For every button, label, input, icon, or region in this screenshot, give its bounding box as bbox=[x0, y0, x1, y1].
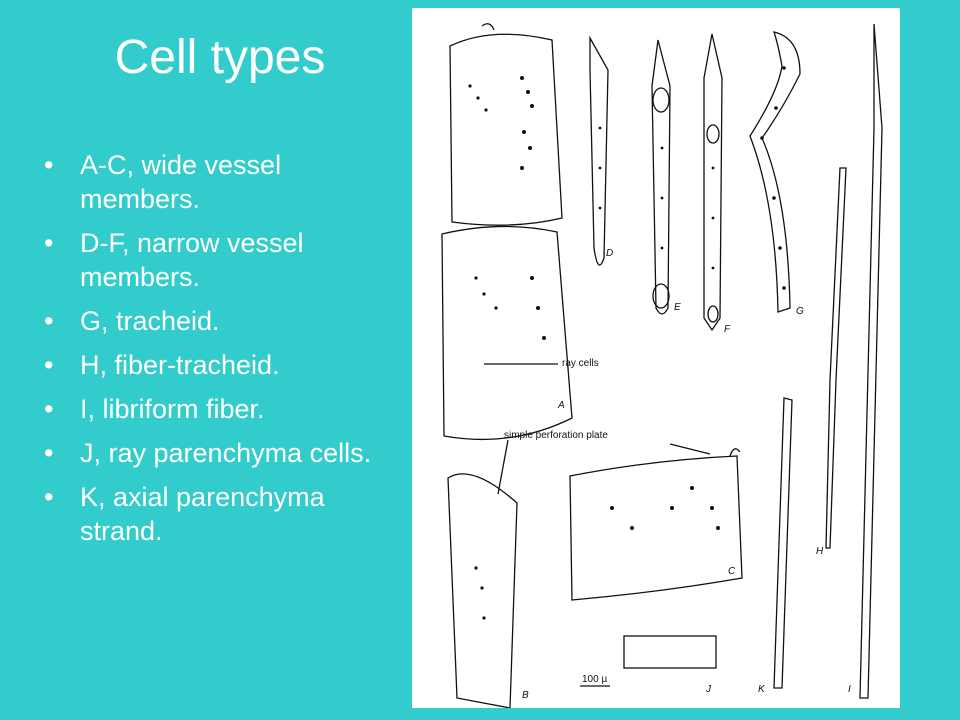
bullet-item: • G, tracheid. bbox=[40, 304, 400, 338]
bullet-dot-icon: • bbox=[44, 482, 54, 512]
cell-c bbox=[569, 455, 743, 601]
perforation-plate-label: simple perforation plate bbox=[504, 430, 608, 441]
cell-i bbox=[859, 23, 883, 699]
letter-j: J bbox=[705, 684, 712, 695]
bullet-dot-icon: • bbox=[44, 306, 54, 336]
letter-h: H bbox=[816, 546, 824, 557]
bullet-item: • J, ray parenchyma cells. bbox=[40, 436, 400, 470]
slide-title: Cell types bbox=[114, 31, 326, 84]
cell-g bbox=[749, 31, 801, 313]
bullet-text: I, libriform fiber. bbox=[80, 394, 265, 424]
bullet-item: • I, libriform fiber. bbox=[40, 392, 400, 426]
bullet-text: K, axial parenchyma strand. bbox=[80, 482, 325, 546]
letter-f: F bbox=[724, 324, 731, 335]
bullet-dot-icon: • bbox=[44, 350, 54, 380]
cell-h bbox=[825, 167, 847, 549]
bullet-text: D-F, narrow vessel members. bbox=[80, 228, 304, 292]
letter-e: E bbox=[674, 302, 681, 313]
bullet-item: • K, axial parenchyma strand. bbox=[40, 480, 400, 548]
letter-i: I bbox=[848, 684, 851, 695]
bullet-text: G, tracheid. bbox=[80, 306, 220, 336]
bullet-dot-icon: • bbox=[44, 150, 54, 180]
letter-k: K bbox=[758, 684, 766, 695]
bullet-item: • H, fiber-tracheid. bbox=[40, 348, 400, 382]
cell-k bbox=[773, 397, 793, 689]
bullet-item: • A-C, wide vessel members. bbox=[40, 148, 400, 216]
bullet-text: H, fiber-tracheid. bbox=[80, 350, 280, 380]
letter-g: G bbox=[796, 306, 804, 317]
cell-f bbox=[703, 33, 723, 332]
pit-dots bbox=[468, 66, 786, 620]
cell-j bbox=[623, 635, 717, 669]
cell-d bbox=[589, 35, 609, 266]
cell-e bbox=[651, 39, 671, 315]
cell-types-figure: ray cells simple perforation plate 100 µ… bbox=[412, 8, 900, 708]
bullet-dot-icon: • bbox=[44, 228, 54, 258]
ray-cells-label: ray cells bbox=[562, 358, 599, 369]
letter-a: A bbox=[557, 400, 565, 411]
scale-label: 100 µ bbox=[582, 674, 607, 685]
cell-a-lower bbox=[441, 225, 573, 441]
bullet-text: J, ray parenchyma cells. bbox=[80, 438, 372, 468]
bullet-list: • A-C, wide vessel members. • D-F, narrow… bbox=[40, 148, 400, 558]
bullet-dot-icon: • bbox=[44, 438, 54, 468]
bullet-item: • D-F, narrow vessel members. bbox=[40, 226, 400, 294]
letter-d: D bbox=[606, 248, 613, 259]
cell-a-upper bbox=[449, 33, 563, 226]
letter-c: C bbox=[728, 566, 736, 577]
bullet-text: A-C, wide vessel members. bbox=[80, 150, 282, 214]
cell-drawing: ray cells simple perforation plate 100 µ… bbox=[441, 23, 883, 708]
cell-b bbox=[447, 473, 518, 708]
bullet-dot-icon: • bbox=[44, 394, 54, 424]
letter-b: B bbox=[522, 690, 529, 701]
